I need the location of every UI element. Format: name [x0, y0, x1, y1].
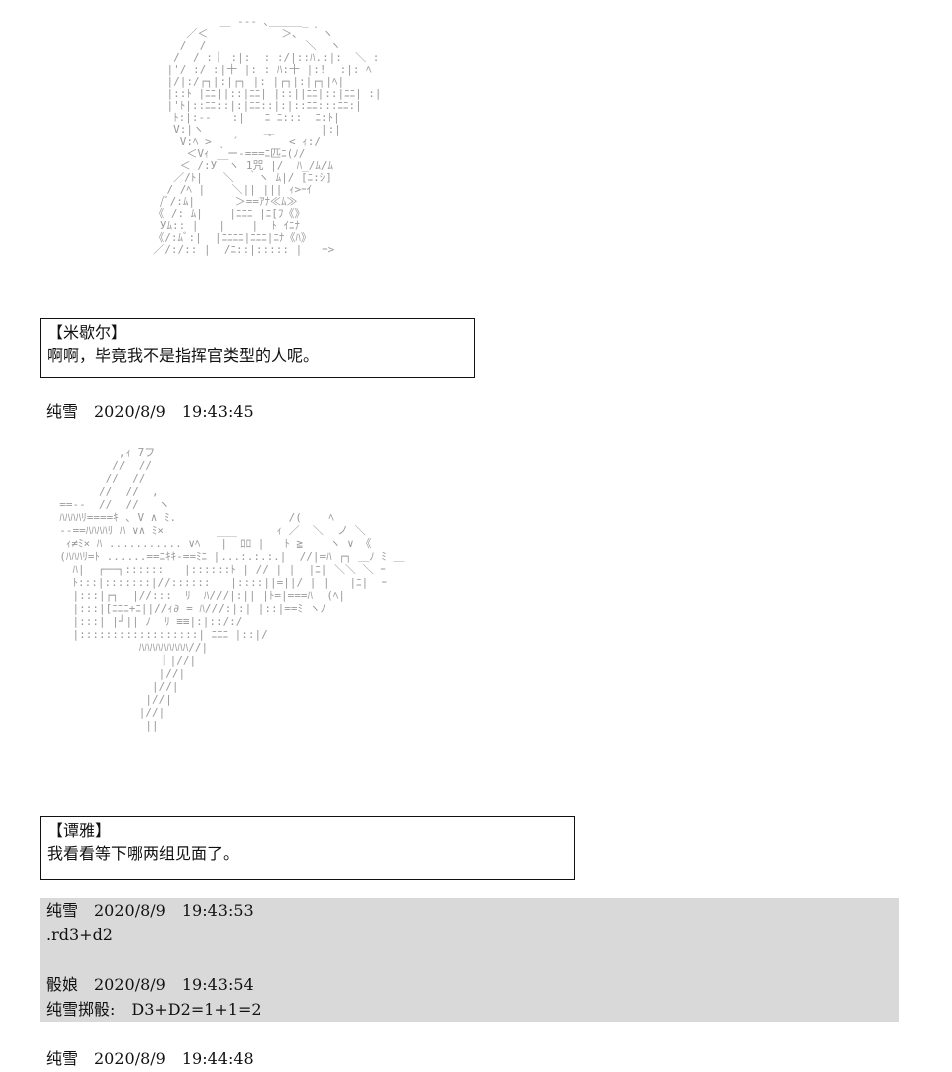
post-meta: 纯雪 2020/8/9 19:43:45 — [46, 402, 254, 421]
post-meta: 纯雪 2020/8/9 19:44:48 — [46, 1049, 254, 1068]
speaker-name: 【米歇尔】 — [47, 323, 128, 342]
ascii-art-tanya: ,ｨ 7フ // // // // // // , ==-‐ // // ヽ ﾊ… — [59, 446, 405, 732]
dice-result: 纯雪掷骰: D3+D2=1+1=2 — [46, 1000, 262, 1019]
dialogue-box-tanya: 【谭雅】 我看看等下哪两组见面了。 — [40, 816, 575, 880]
ascii-art-michelle: ＿ -‐- ､＿＿＿_ ／＜ ＞､ ｀ヽ / / ＼ ヽ / / :｜ :|: … — [153, 16, 382, 256]
dice-roll-block — [40, 898, 899, 1022]
dialogue-text: 啊啊，毕竟我不是指挥官类型的人呢。 — [47, 346, 320, 365]
dialogue-box-michelle: 【米歇尔】 啊啊，毕竟我不是指挥官类型的人呢。 — [40, 318, 475, 378]
post-meta: 骰娘 2020/8/9 19:43:54 — [46, 975, 254, 994]
post-meta: 纯雪 2020/8/9 19:43:53 — [46, 901, 254, 920]
dialogue-text: 我看看等下哪两组见面了。 — [47, 844, 240, 863]
speaker-name: 【谭雅】 — [47, 821, 112, 840]
dice-command: .rd3+d2 — [46, 925, 113, 944]
